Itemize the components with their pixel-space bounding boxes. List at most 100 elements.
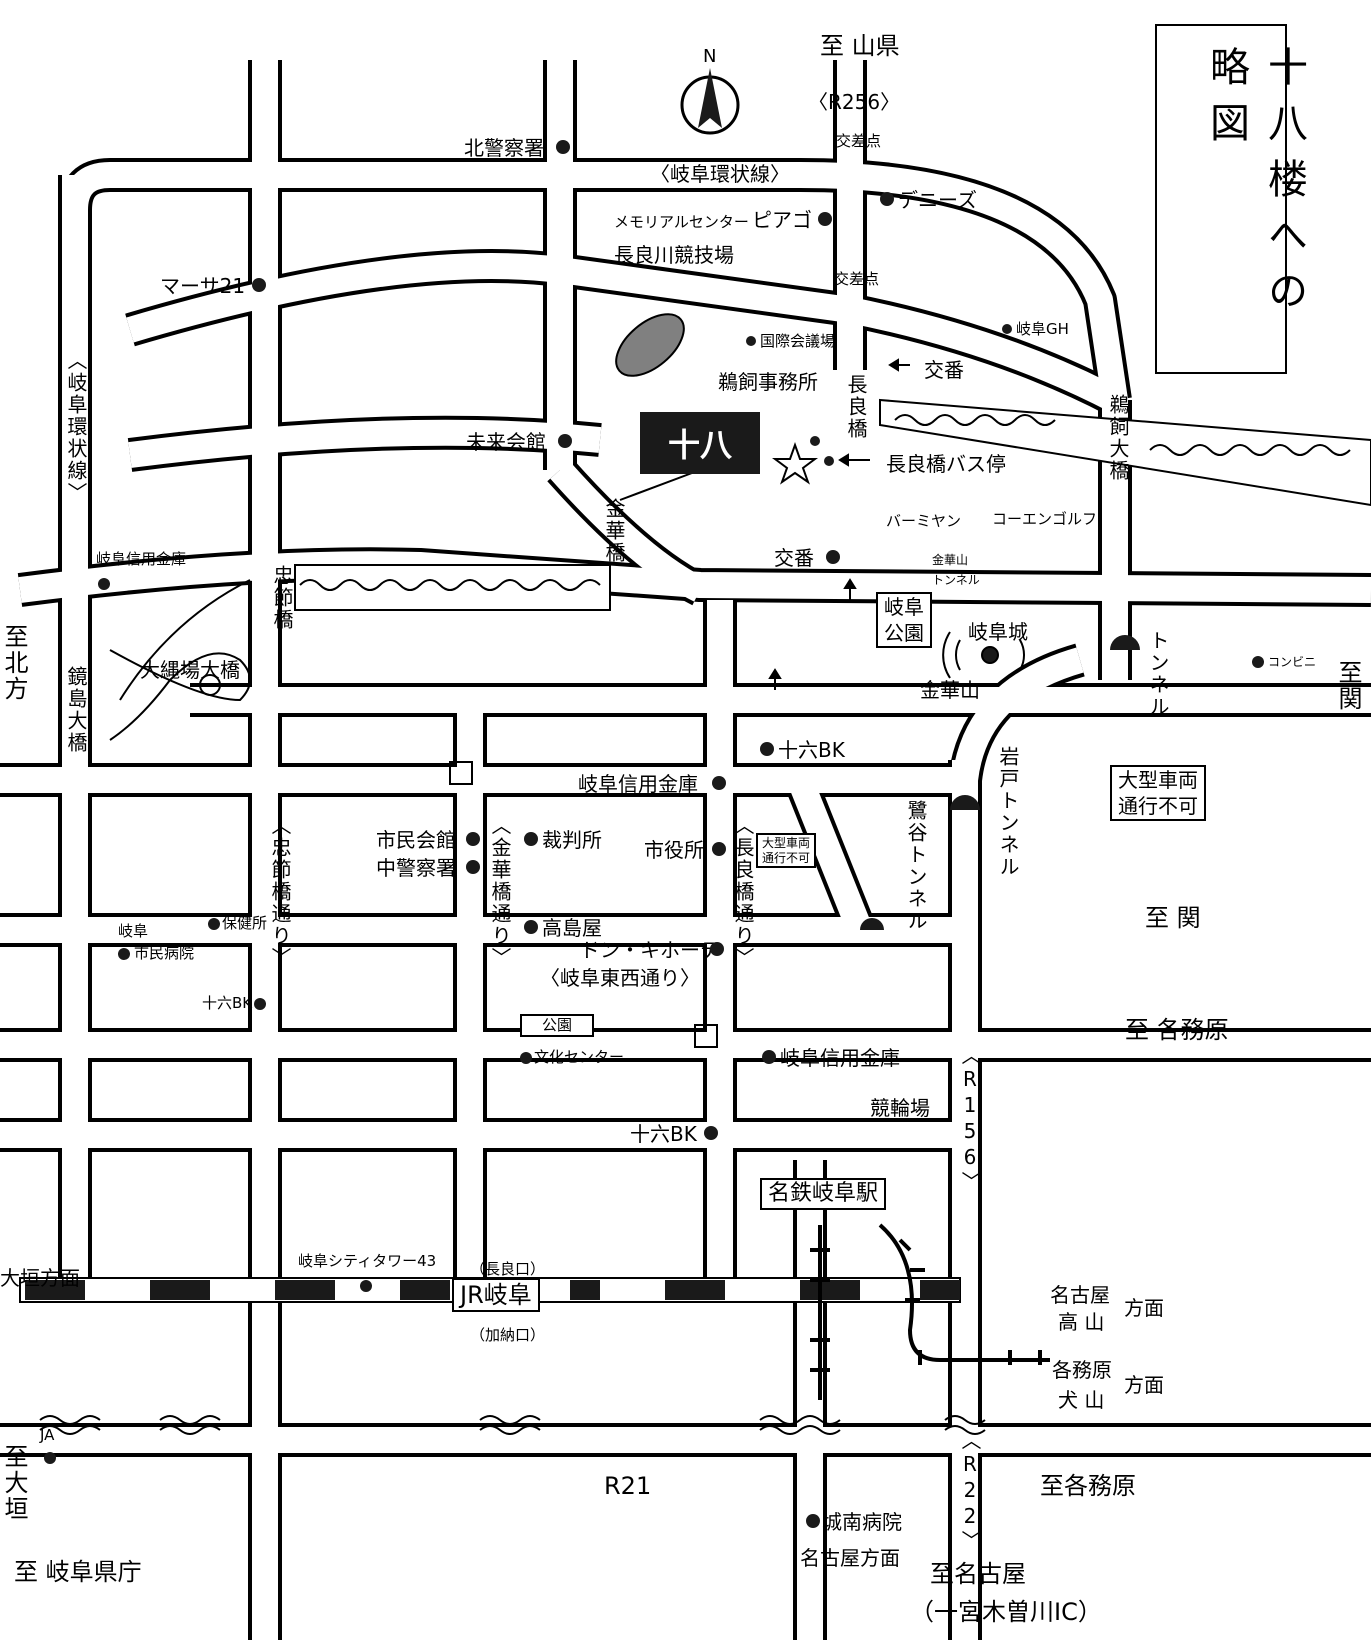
direction-yamagata: 至 山県 bbox=[820, 32, 900, 60]
place-meitetsu-gifu[interactable]: 名鉄岐阜駅 bbox=[760, 1178, 887, 1210]
place-juroku-bk-3: 十六BK bbox=[630, 1122, 697, 1146]
bridge-chusetsu: 忠節橋 bbox=[270, 565, 294, 631]
place-bunka-center: 文化センター bbox=[534, 1048, 625, 1066]
tunnel-iwato: 岩戸トンネル bbox=[996, 746, 1020, 878]
place-shinkin-mid-dot bbox=[712, 776, 726, 790]
place-bamiyan: バーミヤン bbox=[886, 512, 962, 530]
direction-kakamigahara-inuyama-2: 犬 山 bbox=[1058, 1388, 1105, 1412]
tunnel-kinka-1: 金華山 bbox=[932, 553, 969, 567]
place-memorial-2: 長良川競技場 bbox=[614, 243, 734, 267]
place-chu-police-dot bbox=[466, 860, 480, 874]
direction-nagoya-takayama-1: 名古屋 bbox=[1050, 1283, 1110, 1307]
place-gifu-hospital-1: 岐阜 bbox=[118, 922, 149, 940]
place-convenience: コンビニ bbox=[1268, 655, 1317, 669]
place-nagara-exit: （長良口） bbox=[470, 1260, 546, 1278]
bridge-ukai: 鵜飼大橋 bbox=[1106, 394, 1130, 482]
onawaba-loop bbox=[109, 649, 251, 741]
direction-seki-top: 至関 bbox=[1334, 660, 1362, 712]
place-chu-police: 中警察署 bbox=[376, 856, 456, 880]
kosaten-1: 交差点 bbox=[836, 132, 882, 150]
compass-icon bbox=[680, 68, 740, 135]
direction-ichinomiya: （一宮木曽川IC） bbox=[910, 1598, 1102, 1626]
road-r156: 〈R156〉 bbox=[958, 1045, 982, 1193]
place-shinkin-low: 岐阜信用金庫 bbox=[780, 1046, 900, 1070]
map-title: 十八楼への略図 bbox=[1203, 46, 1307, 326]
notice-large-vehicle: 大型車両 通行不可 bbox=[1110, 765, 1206, 821]
road-kinka-dori: 〈金華橋通り〉 bbox=[488, 815, 512, 969]
place-bunka-center-dot bbox=[520, 1052, 532, 1064]
place-gifu-park-2: 公園 bbox=[884, 621, 924, 645]
tunnel-right: トンネル bbox=[1146, 630, 1170, 718]
direction-nagoya-bottom: 至名古屋 bbox=[930, 1560, 1026, 1588]
place-gifu-park-1: 岐阜 bbox=[884, 595, 924, 619]
road-tozai: 〈岐阜東西通り〉 bbox=[540, 966, 700, 990]
temple-icon bbox=[449, 761, 718, 1048]
notice-large-vehicle-small-1: 大型車両 bbox=[762, 836, 811, 850]
tunnel-icon bbox=[860, 635, 1140, 930]
place-shimin-kaikan: 市民会館 bbox=[376, 828, 456, 852]
place-shiyakusho-dot bbox=[712, 842, 726, 856]
place-dennys: デニーズ bbox=[898, 188, 977, 212]
title-box: 十八楼への略図 bbox=[1155, 24, 1307, 374]
place-juroku-bk-2: 十六BK bbox=[202, 994, 253, 1012]
place-takashimaya: 高島屋 bbox=[542, 916, 602, 940]
place-koban-mid: 交番 bbox=[774, 546, 814, 570]
direction-nagoya-takayama-2: 高 山 bbox=[1058, 1310, 1105, 1334]
direction-seki-top-1: 至 bbox=[1334, 660, 1362, 686]
place-shinkin-top: 岐阜信用金庫 bbox=[96, 550, 187, 568]
place-jr-gifu[interactable]: JR岐阜 bbox=[452, 1278, 540, 1312]
place-kita-police: 北警察署 bbox=[464, 136, 544, 160]
direction-seki-mid: 至 関 bbox=[1145, 904, 1201, 932]
road-chusetsu-dori: 〈忠節橋通り〉 bbox=[268, 815, 292, 969]
place-shinkin-top-dot bbox=[98, 578, 110, 590]
place-gifu-gh: 岐阜GH bbox=[1016, 320, 1069, 338]
place-convenience-dot bbox=[1252, 656, 1264, 668]
road-r256: 〈R256〉 bbox=[808, 90, 901, 114]
kosaten-2: 交差点 bbox=[834, 270, 880, 288]
direction-nagoya-takayama-3: 方面 bbox=[1124, 1296, 1164, 1320]
place-memorial-1: メモリアルセンター bbox=[614, 213, 749, 231]
place-jonan-hospital: 城南病院 bbox=[822, 1510, 902, 1534]
compass-north: N bbox=[703, 46, 717, 67]
place-piago-dot bbox=[818, 212, 832, 226]
place-don-quijote: ドン・キホーテ bbox=[580, 938, 720, 962]
road-r21: R21 bbox=[604, 1472, 652, 1500]
place-shimin-kaikan-dot bbox=[466, 832, 480, 846]
place-masa21-dot bbox=[252, 278, 266, 292]
place-juroku-bk-1-dot bbox=[760, 742, 774, 756]
place-shinkin-low-dot bbox=[762, 1050, 776, 1064]
place-city-tower: 岐阜シティタワー43 bbox=[298, 1252, 437, 1270]
place-mirai: 未来会館 bbox=[466, 430, 546, 454]
road-gifu-kanjo-top: 〈岐阜環状線〉 bbox=[650, 162, 790, 186]
place-hokenjo-dot bbox=[208, 918, 220, 930]
notice-large-vehicle-small: 大型車両 通行不可 bbox=[756, 833, 817, 868]
place-ja: JA bbox=[40, 1426, 55, 1444]
place-takashimaya-dot bbox=[524, 920, 538, 934]
nagara-river bbox=[119, 398, 1371, 701]
bridge-nagara: 長良橋 bbox=[844, 374, 868, 440]
place-saibansho: 裁判所 bbox=[542, 828, 602, 852]
place-hokenjo: 保健所 bbox=[222, 914, 268, 932]
tunnel-kinka-2: トンネル bbox=[932, 573, 980, 587]
bridge-kagami: 鏡島大橋 bbox=[64, 666, 88, 754]
place-don-quijote-dot bbox=[710, 942, 724, 956]
direction-kakamigahara-bottom: 至各務原 bbox=[1040, 1472, 1136, 1500]
place-bus-stop: 長良橋バス停 bbox=[886, 452, 1006, 476]
road-r22: 〈R22〉 bbox=[958, 1430, 982, 1552]
place-gifu-hospital-dot bbox=[118, 948, 130, 960]
arrow-icon bbox=[768, 358, 910, 690]
direction-ogaki-3: 垣 bbox=[0, 1496, 28, 1522]
direction-kitakata: 至北方 bbox=[0, 624, 28, 702]
place-juroku-bk-3-dot bbox=[704, 1126, 718, 1140]
place-dennys-dot bbox=[880, 192, 894, 206]
place-shinkin-mid: 岐阜信用金庫 bbox=[578, 772, 698, 796]
direction-ogaki-houmen: 大垣方面 bbox=[0, 1266, 80, 1290]
place-kita-police-dot bbox=[556, 140, 570, 154]
place-kano-exit: （加納口） bbox=[470, 1326, 546, 1344]
direction-seki-top-2: 関 bbox=[1334, 686, 1362, 712]
place-piago: ピアゴ bbox=[752, 208, 812, 232]
direction-ogaki-2: 大 bbox=[0, 1470, 28, 1496]
star-icon bbox=[772, 442, 818, 485]
